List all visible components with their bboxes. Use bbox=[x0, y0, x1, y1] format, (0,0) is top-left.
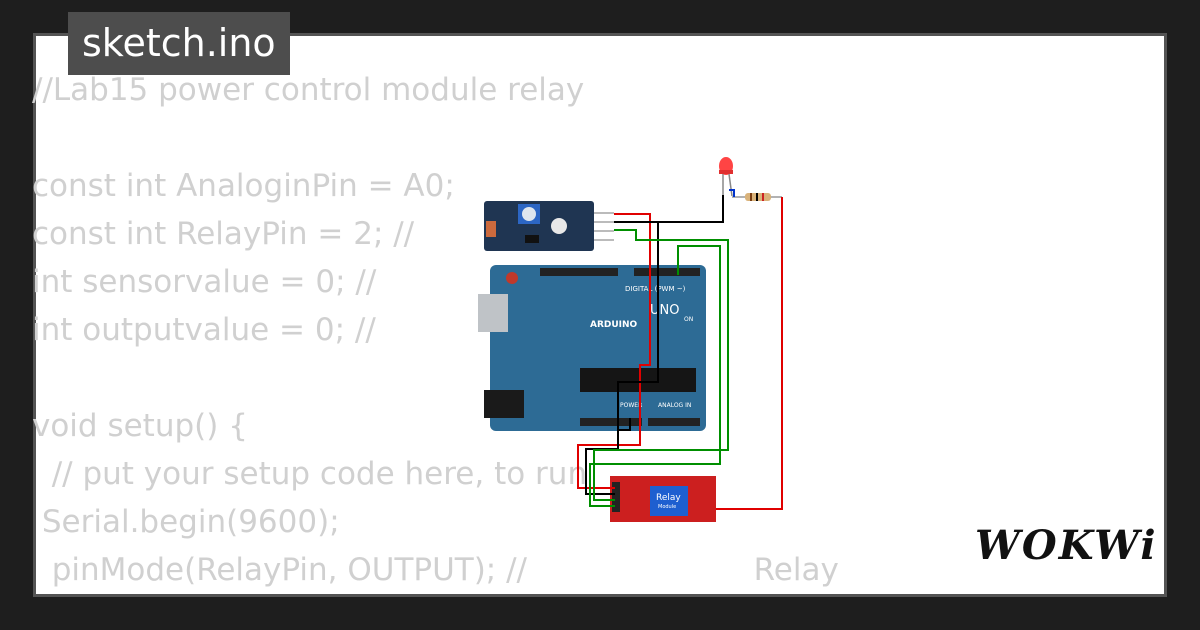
wire-green bbox=[593, 229, 729, 501]
resistor bbox=[732, 193, 782, 201]
power-label: POWER bbox=[620, 402, 642, 409]
arduino-uno-board: DIGITAL (PWM ~) ARDUINO UNO ON ANALOG IN… bbox=[478, 265, 706, 431]
code-preview: //Lab15 power control module relay const … bbox=[32, 66, 839, 594]
code-line: void setup() { bbox=[32, 408, 248, 444]
light-sensor-module bbox=[484, 201, 614, 251]
board-model-label: UNO bbox=[650, 303, 679, 318]
digital-pins-label: DIGITAL (PWM ~) bbox=[625, 285, 686, 293]
relay-label: Relay bbox=[656, 493, 681, 503]
code-line: pinMode(RelayPin, OUTPUT); // Relay bbox=[32, 552, 839, 588]
code-line: //Lab15 power control module relay bbox=[32, 72, 585, 108]
code-line: const int AnaloginPin = A0; bbox=[32, 168, 455, 204]
sketch-title-tab[interactable]: sketch.ino bbox=[68, 12, 290, 75]
wire-green-2 bbox=[589, 245, 721, 507]
code-line: // put your setup code here, to run bbox=[32, 456, 588, 492]
code-line: int outputvalue = 0; // bbox=[32, 312, 376, 348]
code-line: Serial.begin(9600); bbox=[32, 504, 340, 540]
circuit-diagram: DIGITAL (PWM ~) ARDUINO UNO ON ANALOG IN… bbox=[478, 157, 783, 522]
wires bbox=[577, 189, 783, 510]
wire-black-3 bbox=[618, 418, 631, 431]
board-brand-label: ARDUINO bbox=[590, 320, 638, 330]
wire-blue bbox=[729, 189, 735, 197]
wire-red-2 bbox=[716, 197, 783, 510]
led bbox=[719, 157, 733, 197]
board-on-label: ON bbox=[684, 316, 693, 323]
relay-sublabel: Module bbox=[658, 504, 676, 510]
wire-black-2 bbox=[656, 195, 724, 223]
wire-black bbox=[585, 221, 659, 495]
wokwi-logo: WOKWi bbox=[975, 522, 1158, 569]
analog-in-label: ANALOG IN bbox=[658, 402, 691, 409]
relay-module: Relay Module bbox=[610, 476, 716, 522]
code-line: const int RelayPin = 2; // bbox=[32, 216, 415, 252]
code-line: int sensorvalue = 0; // bbox=[32, 264, 377, 300]
